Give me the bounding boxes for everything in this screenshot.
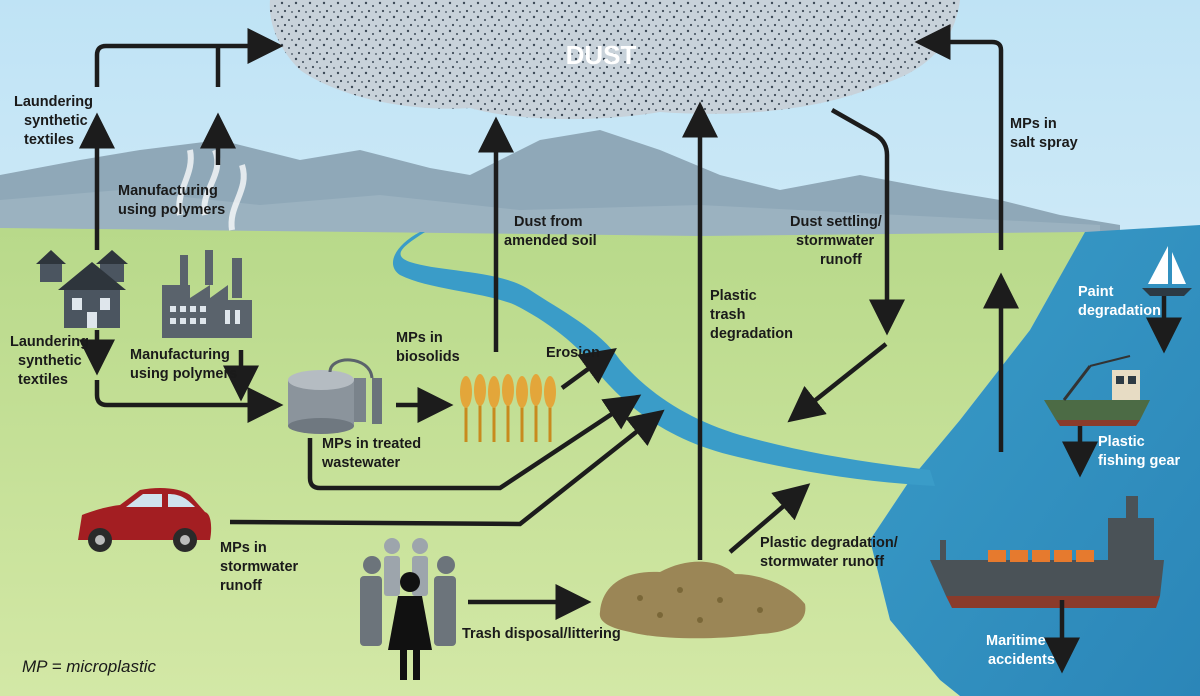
- label-dust-settling: Dust settling/ stormwater runoff: [790, 214, 886, 268]
- trash-pile-texture: [637, 587, 763, 623]
- label-plastic-runoff: Plastic degradation/ stormwater runoff: [760, 535, 902, 570]
- river: [392, 232, 936, 486]
- wheat-heads: [460, 374, 556, 408]
- trash-pile-icon: [599, 561, 806, 639]
- houses-icon: [36, 250, 128, 328]
- label-dust-soil: Dust from amended soil: [504, 214, 597, 249]
- label-maritime-accidents: Maritime accidents: [986, 633, 1055, 668]
- legend: MP = microplastic: [22, 657, 156, 676]
- arrow-to-plant: [94, 380, 284, 423]
- fishing-boat-icon: [1044, 355, 1150, 426]
- label-fishing-gear: Plastic fishing gear: [1098, 434, 1181, 469]
- arrow-laundering-to-dust: [94, 28, 284, 87]
- label-salt-spray: MPs in salt spray: [1010, 116, 1078, 151]
- arrow-wastewater-to-river: [307, 394, 642, 491]
- arrow-erosion: [560, 348, 617, 390]
- cargo-ship-icon: [930, 496, 1164, 608]
- label-laundering-bottom: Laundering synthetic textiles: [10, 334, 93, 388]
- treatment-plant-icon: [288, 358, 382, 434]
- label-trash-disposal: Trash disposal/littering: [462, 626, 621, 642]
- flow-arrows: [79, 24, 1182, 674]
- dust-label: DUST: [566, 40, 637, 70]
- label-treated-wastewater: MPs in treated wastewater: [321, 436, 425, 471]
- label-stormwater-runoff: MPs in stormwater runoff: [220, 540, 302, 594]
- sailboat-icon: [1142, 246, 1192, 296]
- label-plastic-trash: Plastic trash degradation: [710, 288, 793, 342]
- label-laundering-top: Laundering synthetic textiles: [14, 94, 97, 148]
- arrow-dust-settling: [830, 108, 905, 336]
- people-icon: [360, 538, 456, 680]
- label-manufacturing-top: Manufacturing using polymers: [118, 183, 225, 218]
- arrow-stormwater-to-river: [229, 409, 665, 527]
- label-mps-biosolids: MPs in biosolids: [396, 330, 460, 365]
- label-paint-degradation: Paint degradation: [1078, 284, 1161, 319]
- arrow-runoff-to-river: [787, 342, 888, 423]
- label-erosion: Erosion: [546, 345, 600, 361]
- arrow-trash-to-river: [728, 483, 811, 554]
- label-manufacturing-bottom: Manufacturing using polymers: [130, 347, 237, 382]
- dust-cloud: [269, 0, 961, 120]
- arrow-salt-spray-to-dust: [914, 24, 1004, 250]
- car-icon: [78, 487, 212, 552]
